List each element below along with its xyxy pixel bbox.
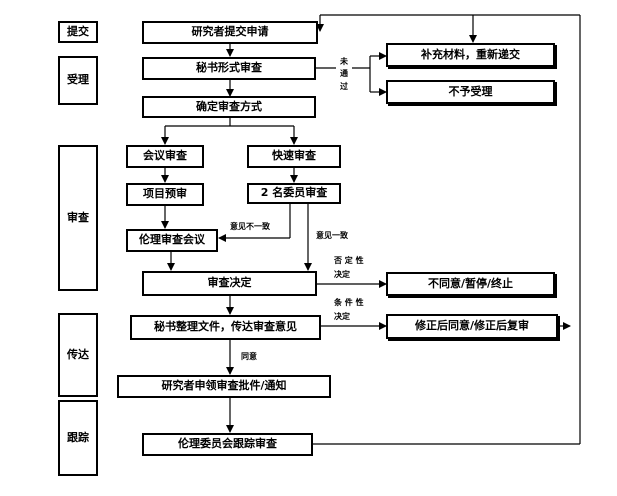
label-disagree: 意见不一致 — [230, 222, 270, 231]
label-not-passed: 未 通 过 — [340, 56, 348, 93]
node-meeting-review: 会议审查 — [126, 145, 204, 168]
label-not-passed-char-1: 未 — [340, 57, 348, 66]
phase-convey: 传达 — [58, 313, 98, 397]
label-negative-line-2: 决定 — [334, 270, 350, 279]
node-tracking: 伦理委员会跟踪审查 — [142, 433, 313, 456]
label-not-passed-char-2: 通 — [340, 69, 348, 79]
label-negative-decision: 否 定 性 决定 — [334, 256, 364, 280]
node-two-members: 2 名委员审查 — [247, 183, 341, 204]
label-agree: 意见一致 — [316, 231, 348, 240]
node-negative-result: 不同意/暂停/终止 — [386, 272, 555, 296]
node-decision: 审查决定 — [142, 271, 317, 296]
label-conditional-line-2: 决定 — [334, 312, 350, 321]
label-conditional-decision: 条 件 性 决定 — [334, 298, 364, 322]
node-reject: 不予受理 — [386, 80, 555, 104]
node-apply: 研究者提交申请 — [142, 21, 318, 44]
node-ethics-meeting: 伦理审查会议 — [126, 229, 218, 252]
phase-submit: 提交 — [58, 21, 98, 43]
phase-accept: 受理 — [58, 56, 98, 105]
node-formal-review: 秘书形式审查 — [142, 57, 316, 80]
label-not-passed-char-3: 过 — [340, 81, 348, 91]
label-conditional-line-1: 条 件 性 — [334, 298, 364, 307]
node-pre-review: 项目预审 — [126, 183, 204, 206]
node-method: 确定审查方式 — [142, 96, 316, 118]
phase-track: 跟踪 — [58, 400, 98, 476]
node-receive: 研究者申领审查批件/通知 — [117, 375, 331, 398]
phase-review: 审查 — [58, 145, 98, 291]
label-negative-line-1: 否 定 性 — [334, 256, 364, 265]
node-supplement: 补充材料，重新递交 — [386, 43, 555, 67]
label-approve: 同意 — [241, 352, 257, 361]
node-conditional-result: 修正后同意/修正后复审 — [386, 314, 558, 339]
node-secretary: 秘书整理文件，传达审查意见 — [130, 315, 321, 340]
node-fast-review: 快速审查 — [247, 145, 341, 168]
